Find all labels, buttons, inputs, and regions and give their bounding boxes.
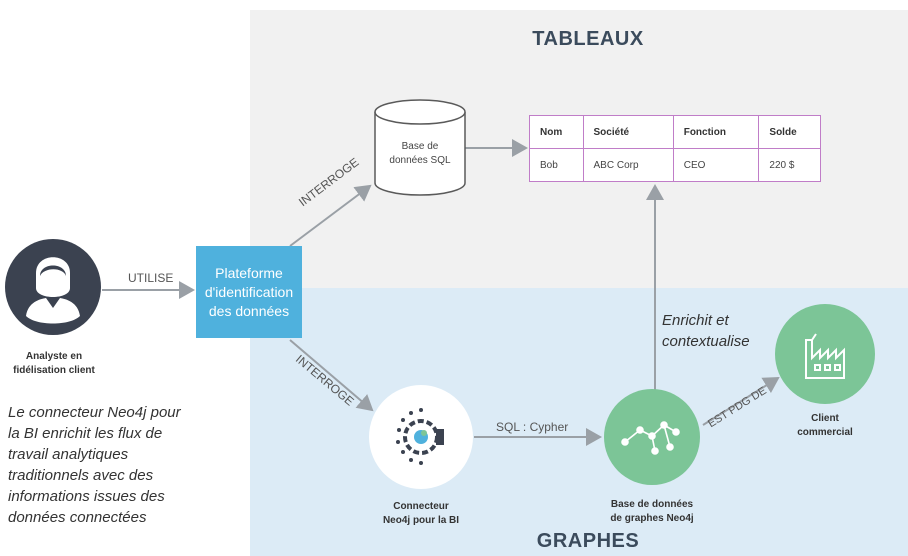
table-header-cell: Société	[582, 115, 674, 149]
queries-bottom-edge	[289, 339, 374, 412]
table-header-cell: Solde	[758, 115, 821, 149]
graph-database-line1: Base de données	[610, 499, 694, 510]
sql-result-table: Nom Société Fonction Solde Bob ABC Corp …	[529, 115, 821, 182]
client-line1: Client	[811, 413, 839, 424]
analyst-label-line2: fidélisation client	[13, 365, 95, 376]
uses-label: UTILISE	[128, 271, 174, 285]
connector-line1: Connecteur	[393, 501, 449, 512]
graph-database-label: Base de données de graphes Neo4j	[597, 498, 707, 526]
table-header-cell: Fonction	[672, 115, 760, 149]
caption: Le connecteur Neo4j pour la BI enrichit …	[8, 402, 238, 528]
analyst-label: Analyste en fidélisation client	[8, 350, 100, 378]
platform-line3: des données	[208, 302, 290, 319]
analyst-label-line1: Analyste en	[25, 351, 83, 362]
client-line2: commercial	[797, 427, 853, 438]
platform-line1: Plateforme	[215, 264, 283, 281]
graph-database-icon	[604, 389, 700, 485]
connector-icon	[369, 385, 473, 489]
connector-label: Connecteur Neo4j pour la BI	[371, 500, 471, 528]
graph-database-line2: de graphes Neo4j	[610, 513, 694, 524]
caption-line: traditionnels avec des	[8, 467, 154, 484]
platform-box: Plateforme d'identification des données	[196, 246, 302, 338]
table-header-cell: Nom	[529, 115, 584, 149]
graphs-title: GRAPHES	[536, 530, 640, 552]
caption-line: informations issues des	[8, 488, 165, 505]
queries-top-edge	[289, 184, 372, 247]
caption-line: travail analytiques	[8, 446, 129, 463]
table-cell: 220 $	[758, 148, 821, 182]
sql-cypher-label: SQL : Cypher	[496, 420, 569, 434]
sql-database-line1: Base de	[401, 141, 439, 152]
factory-icon	[775, 304, 875, 404]
sql-database-line2: données SQL	[389, 155, 451, 166]
table-header-row: Nom Société Fonction Solde	[529, 115, 821, 149]
enrich-label: Enrichit et contextualise	[662, 310, 750, 352]
sql-database-label: Base de données SQL	[380, 140, 460, 168]
analyst-icon	[5, 239, 101, 335]
caption-line: données connectées	[8, 509, 147, 526]
client-label: Client commercial	[785, 412, 865, 440]
enrich-line2: contextualise	[662, 333, 750, 350]
platform-line2: d'identification	[204, 283, 294, 300]
table-cell: ABC Corp	[582, 148, 674, 182]
ceo-edge	[702, 376, 780, 426]
caption-line: Le connecteur Neo4j pour	[8, 404, 181, 421]
table-cell: Bob	[529, 148, 584, 182]
caption-line: la BI enrichit les flux de	[8, 425, 163, 442]
table-row: Bob ABC Corp CEO 220 $	[529, 148, 821, 182]
tables-title: TABLEAUX	[532, 28, 644, 50]
table-cell: CEO	[672, 148, 760, 182]
enrich-line1: Enrichit et	[662, 312, 729, 329]
sql-database-icon	[374, 99, 466, 196]
connector-line2: Neo4j pour la BI	[382, 515, 460, 526]
